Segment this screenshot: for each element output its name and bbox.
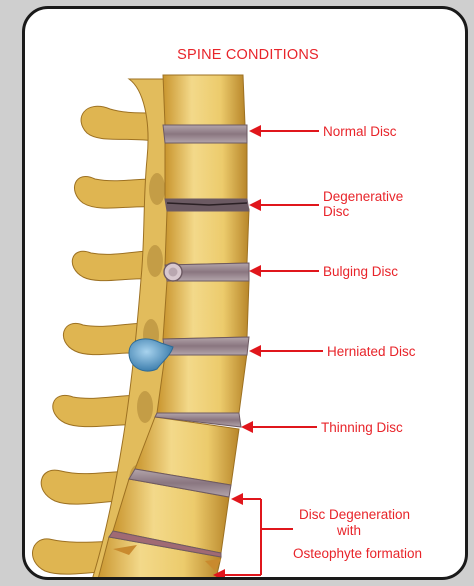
diagram-title: SPINE CONDITIONS xyxy=(25,47,468,63)
label-degenerative-line2: Disc xyxy=(323,204,349,219)
label-degenerative-line1: Degenerative xyxy=(323,189,403,204)
label-osteo-line1: Disc Degeneration xyxy=(299,507,410,522)
label-normal-disc: Normal Disc xyxy=(323,124,397,139)
label-thinning-disc: Thinning Disc xyxy=(321,420,403,435)
label-herniated-disc: Herniated Disc xyxy=(327,344,416,359)
diagram-card: SPINE CONDITIONS Normal Disc Degenerativ… xyxy=(22,6,468,580)
label-osteo-line2: with xyxy=(337,523,361,538)
label-bulging-disc: Bulging Disc xyxy=(323,264,398,279)
spine-illustration xyxy=(25,9,468,580)
label-osteo-line3: Osteophyte formation xyxy=(293,546,422,561)
